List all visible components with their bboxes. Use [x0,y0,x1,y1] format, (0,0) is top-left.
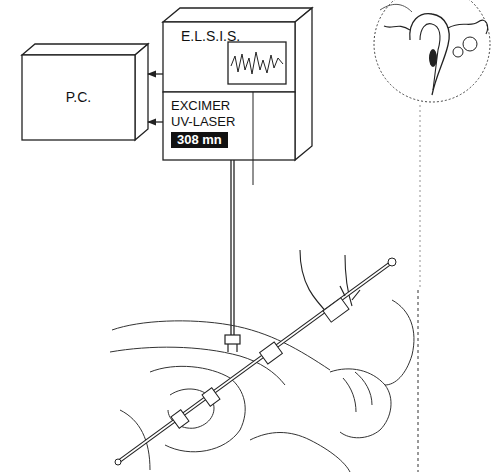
pc-side-face [135,44,148,140]
unit-top-face [163,8,312,22]
catheter-tip [429,49,437,67]
inset-leader [420,105,421,290]
equipment-box: EXCIMER UV-LASER 308 mn [163,92,295,160]
pc-top-face [22,44,148,55]
valve-stopcock [340,286,360,300]
equipment-housing [22,8,312,160]
endoscope-tip [115,459,121,465]
endoscope [115,258,396,465]
body-contour [110,347,285,385]
endoscope-shaft [118,262,392,462]
signal-wire [253,92,254,185]
anatomy-inset [374,0,490,102]
equipment-box: P.C. [22,55,148,140]
unit-side-face [295,8,312,160]
uterine-cavity [420,24,440,90]
instrument-clamp [171,410,189,428]
laser-fibre-edge [233,160,234,335]
endoscope-shaft [118,262,392,462]
signal-arrow [148,121,163,122]
laser-label: EXCIMER UV-LASER [171,98,251,129]
ovary [463,37,477,51]
body-contour [112,321,330,370]
analyser-label: E.L.S.I.S. [169,28,289,45]
equipment-box: E.L.S.I.S. [163,22,295,92]
hand [330,369,391,438]
waveform [231,52,283,74]
finger [355,372,372,405]
port-valve [260,342,283,364]
patient-body [110,290,418,472]
irrigation-tube [345,255,352,306]
tissue-contour [380,4,412,12]
inset-border [374,0,490,102]
computer-label: P.C. [66,89,91,106]
drape-edge [418,290,419,472]
eyepiece [388,258,396,266]
instrument-clamp [202,388,220,406]
body-contour [250,433,350,472]
uterus [410,14,449,95]
port-valve [323,298,349,322]
display-screen [228,42,286,84]
fibre-cable [231,92,352,335]
pc-front [22,55,135,140]
laser-fibre [230,160,231,335]
ovary [453,47,463,57]
fibre-coupler [228,344,237,352]
fallopian-tube [448,20,488,34]
arm [385,300,414,385]
finger [343,378,356,412]
signal-arrow [148,73,163,74]
elsis-front [163,22,295,92]
fibre-coupler [225,335,240,344]
laser-front [163,92,295,160]
fallopian-tube [384,26,410,30]
wavelength-label: 308 mn [171,132,228,148]
